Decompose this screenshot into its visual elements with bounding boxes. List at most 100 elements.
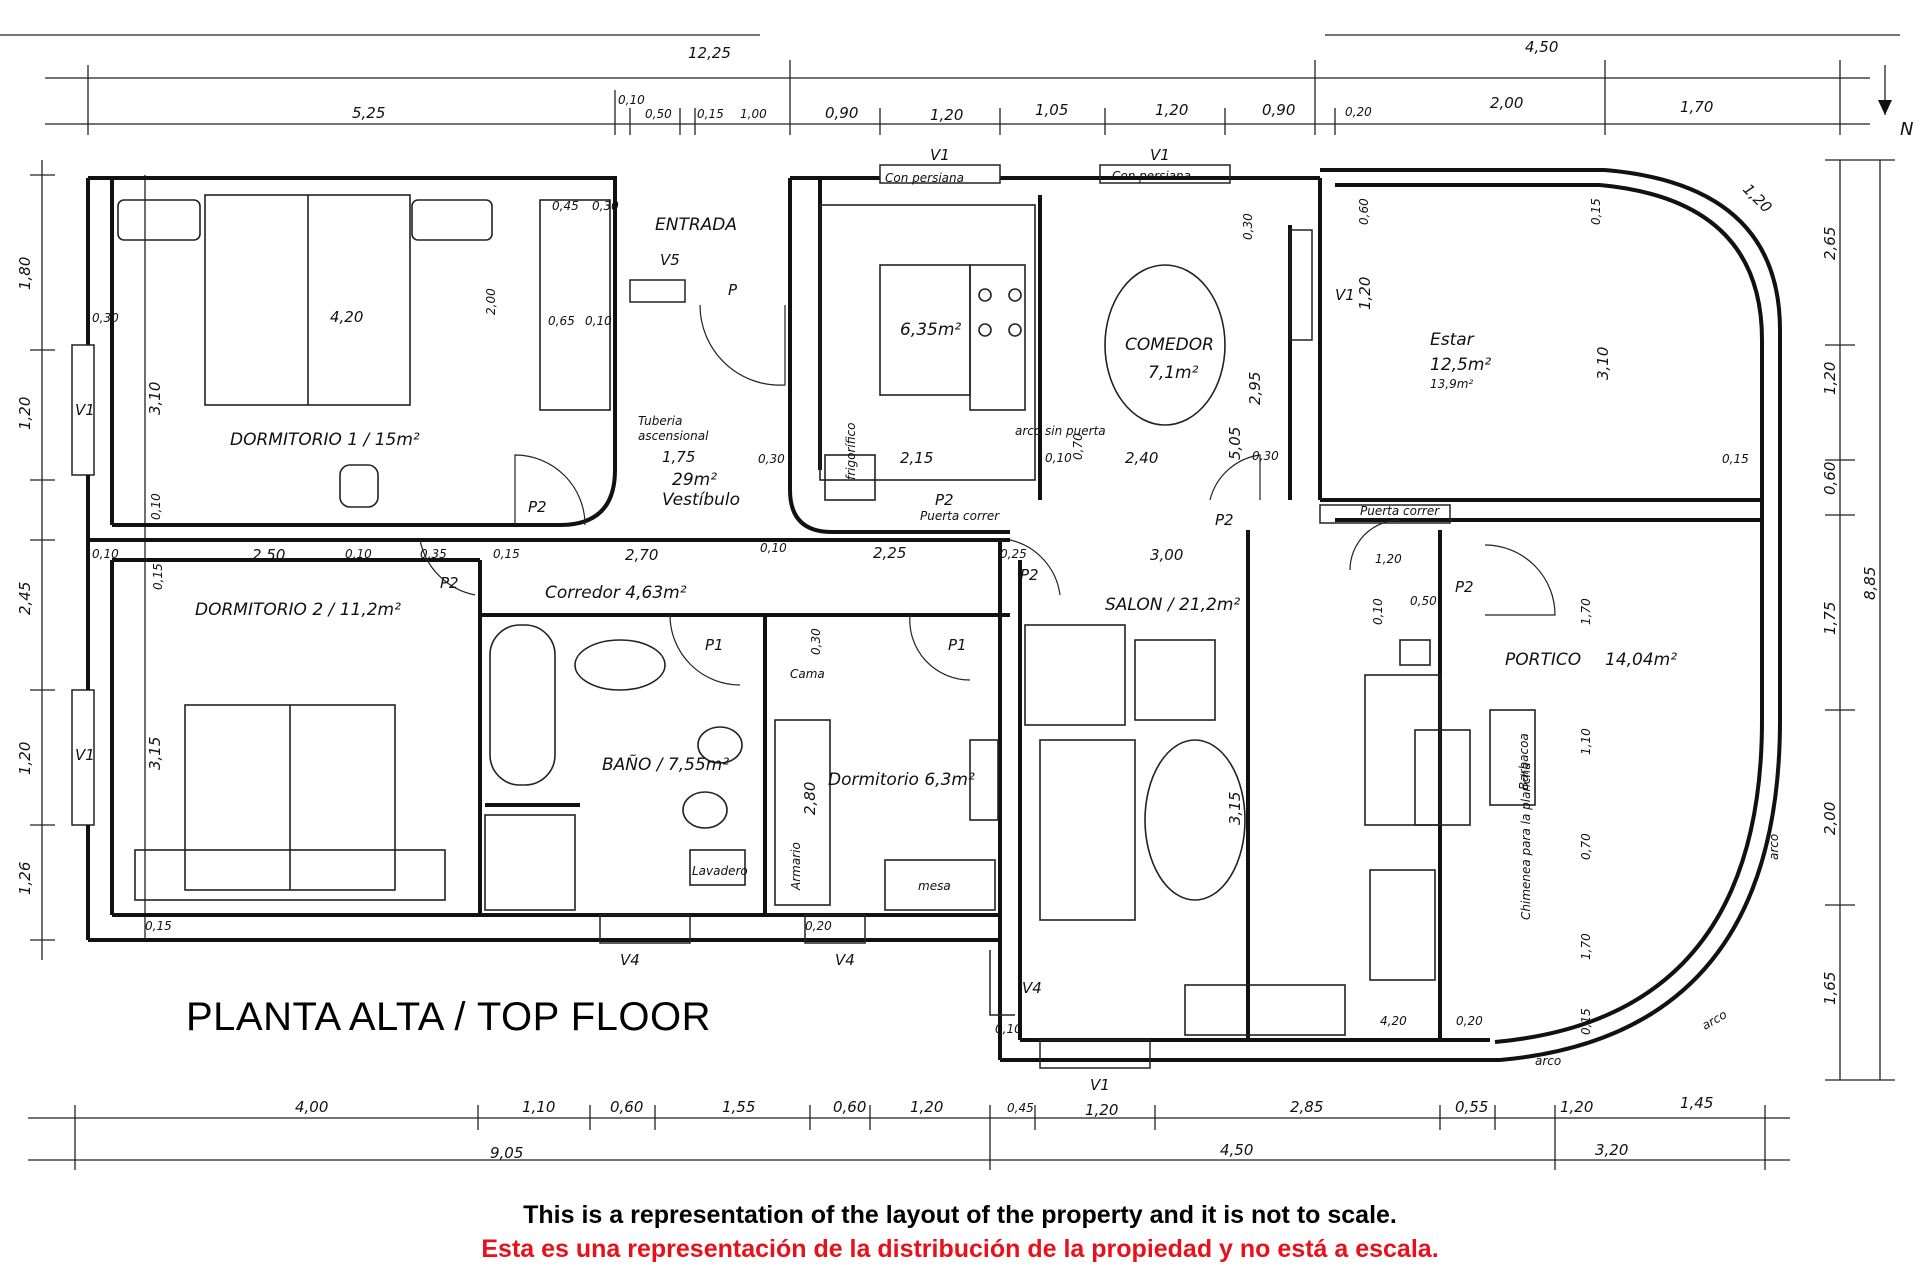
room-dormitorio-1: DORMITORIO 1 / 15m² xyxy=(230,430,420,450)
feature-labels: V5 P V1 V1 Con persiana Con persiana V1 … xyxy=(75,146,1781,1094)
label-arco-sin-puerta: arco sin puerta xyxy=(1015,424,1106,438)
label-chimenea: Chimenea para la plancha xyxy=(1519,762,1533,920)
dim-inner-14: 0,30 xyxy=(1252,449,1279,463)
top-ticks xyxy=(87,60,1841,135)
dim-top-12: 1,70 xyxy=(1680,98,1713,116)
label-v4-3: V4 xyxy=(1022,979,1042,997)
label-v4-2: V4 xyxy=(835,951,855,969)
room-bano: BAÑO / 7,55m² xyxy=(602,753,729,775)
dim-top-9: 0,90 xyxy=(1262,101,1295,119)
room-salon: SALON / 21,2m² xyxy=(1105,595,1240,615)
dim-top-8: 1,20 xyxy=(1155,101,1188,119)
dim-bottom-8: 2,85 xyxy=(1290,1098,1323,1116)
label-frigorifico: frigorífico xyxy=(844,423,858,480)
label-p2-salon: P2 xyxy=(1020,566,1039,584)
dim-inner-29: 0,25 xyxy=(1000,547,1027,561)
dim-inner-6: 0,30 xyxy=(92,311,119,325)
dim-inner-24: 0,35 xyxy=(420,547,447,561)
dim-bottom-0: 4,00 xyxy=(295,1098,328,1116)
dim-inner-26: 2,70 xyxy=(625,546,658,564)
dim-top-4: 1,00 xyxy=(740,107,767,121)
dim-inner-4: 0,65 xyxy=(548,314,575,328)
dim-inner-47: 0,10 xyxy=(92,547,119,561)
walls xyxy=(71,168,1782,1062)
label-v1-kitchen: V1 xyxy=(930,146,950,164)
label-cama: Cama xyxy=(790,667,825,681)
label-v1-estar: V1 xyxy=(1335,286,1355,304)
dim-inner-17: 1,20 xyxy=(1356,277,1374,310)
label-lavadero: Lavadero xyxy=(692,864,748,878)
dim-inner-3: 0,30 xyxy=(592,199,619,213)
dim-inner-12: 0,70 xyxy=(1071,433,1085,460)
label-v5: V5 xyxy=(660,251,680,269)
dim-right-4: 2,00 xyxy=(1821,802,1839,835)
dim-inner-18: 0,60 xyxy=(1357,198,1371,225)
label-p2-dorm2: P2 xyxy=(440,574,459,592)
dim-inner-19: 0,15 xyxy=(1589,198,1603,225)
label-v1-bottom: V1 xyxy=(1090,1076,1110,1094)
dim-bottom-9: 0,55 xyxy=(1455,1098,1488,1116)
dim-inner-16: 0,30 xyxy=(1241,213,1255,240)
disclaimer-english: This is a representation of the layout o… xyxy=(523,1201,1397,1229)
label-v1-left-2: V1 xyxy=(75,746,95,764)
dim-inner-7: 0,10 xyxy=(149,493,163,520)
dim-inner-1: 2,00 xyxy=(484,288,498,315)
label-v4-1: V4 xyxy=(620,951,640,969)
dimension-text-bottom: 4,00 1,10 0,60 1,55 0,60 1,20 0,45 1,20 … xyxy=(295,1094,1713,1162)
floor-title: PLANTA ALTA / TOP FLOOR xyxy=(186,995,712,1039)
label-conpersiana-2: Con persiana xyxy=(1112,169,1191,183)
room-comedor-area: 7,1m² xyxy=(1148,363,1199,383)
label-puerta-correr-2: Puerta correr xyxy=(1360,504,1440,518)
room-comedor: COMEDOR xyxy=(1125,335,1214,355)
label-p1-bano: P1 xyxy=(705,636,724,654)
dim-inner-9: 0,30 xyxy=(758,452,785,466)
dim-inner-48: 0,15 xyxy=(145,919,172,933)
dim-inner-15: 2,95 xyxy=(1246,372,1264,405)
room-corredor: Corredor 4,63m² xyxy=(545,583,687,603)
dimension-text-inner: 4,20 2,00 0,45 0,30 0,65 0,10 0,30 0,10 … xyxy=(92,198,1749,1036)
room-portico-area: 14,04m² xyxy=(1605,650,1677,670)
dim-inner-11: 0,10 xyxy=(1045,451,1072,465)
dim-bottom-total-1: 4,50 xyxy=(1220,1141,1253,1159)
dim-inner-8: 1,75 xyxy=(662,448,695,466)
label-barbacoa: Barbacoa xyxy=(1517,733,1531,790)
dim-top-7: 1,05 xyxy=(1035,101,1068,119)
dim-right-0: 2,65 xyxy=(1821,227,1839,260)
dim-inner-31: 1,20 xyxy=(1375,552,1402,566)
dimension-lines-left xyxy=(30,160,146,960)
dim-left-1: 1,20 xyxy=(16,397,34,430)
dim-inner-13: 2,40 xyxy=(1125,449,1158,467)
label-p2-dorm1: P2 xyxy=(528,498,547,516)
dim-bottom-1: 1,10 xyxy=(522,1098,555,1116)
dim-left-3: 2,45 xyxy=(16,582,34,615)
dim-right-3: 1,75 xyxy=(1821,602,1839,635)
dim-inner-45: 0,20 xyxy=(805,919,832,933)
dim-inner-34: 1,70 xyxy=(1579,598,1593,625)
dim-left-4: 1,20 xyxy=(16,742,34,775)
dim-inner-10: 2,15 xyxy=(900,449,933,467)
dim-bottom-total-2: 3,20 xyxy=(1595,1141,1628,1159)
dim-inner-27: 0,10 xyxy=(760,541,787,555)
label-arco-curve: arco xyxy=(1700,1007,1730,1032)
windows xyxy=(599,164,1451,1069)
dim-bottom-3: 1,55 xyxy=(722,1098,755,1116)
dim-top-11: 2,00 xyxy=(1490,94,1523,112)
dim-inner-20: 3,10 xyxy=(1594,347,1612,380)
dim-inner-37: 1,70 xyxy=(1579,933,1593,960)
label-conpersiana-1: Con persiana xyxy=(885,171,964,185)
label-v1-left-1: V1 xyxy=(75,401,95,419)
label-armario: Armario xyxy=(789,842,803,891)
dim-inner-38: 0,15 xyxy=(1579,1008,1593,1035)
label-p2-kitchen: P2 xyxy=(935,491,954,509)
dim-inner-33: 0,50 xyxy=(1410,594,1437,608)
room-vestibulo: Vestíbulo xyxy=(662,490,740,510)
dimension-lines-top xyxy=(0,34,1900,135)
dim-right-7: 1,20 xyxy=(1739,180,1775,216)
dim-right-2: 0,60 xyxy=(1821,462,1839,495)
dim-right-1: 1,20 xyxy=(1821,362,1839,395)
dim-top-2: 0,50 xyxy=(645,107,672,121)
dim-inner-5: 0,10 xyxy=(585,314,612,328)
dim-top-3: 0,15 xyxy=(697,107,724,121)
dimension-lines-right xyxy=(1825,159,1895,1081)
